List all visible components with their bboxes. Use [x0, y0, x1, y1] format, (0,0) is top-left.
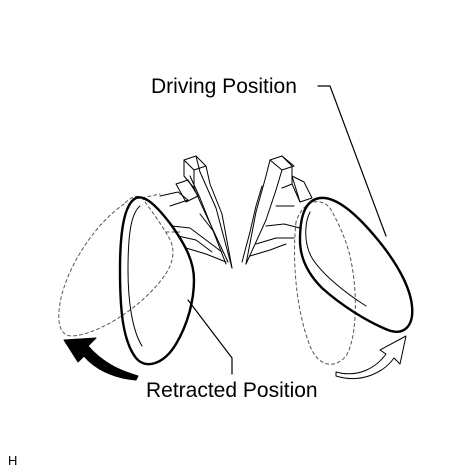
left-mirror-housing [118, 196, 196, 366]
right-mirror [241, 155, 414, 365]
left-mirror-base [159, 155, 233, 269]
retracted-position-label: Retracted Position [146, 379, 318, 402]
right-mirror-housing [298, 196, 414, 333]
driving-position-leader [317, 85, 387, 237]
figure-code: H [8, 453, 18, 468]
right-rotation-arrow [335, 335, 407, 380]
retracted-position-leader [187, 299, 233, 375]
left-mirror-ghost-link [141, 193, 181, 233]
left-rotation-arrow [63, 337, 139, 381]
right-mirror-housing-rim [305, 211, 367, 307]
driving-position-label: Driving Position [151, 75, 297, 98]
left-mirror-housing-rim [127, 205, 143, 347]
right-mirror-ghost-outline [294, 201, 356, 365]
left-mirror [58, 155, 233, 366]
right-mirror-base [241, 155, 313, 265]
left-mirror-ghost-outline [58, 195, 174, 337]
